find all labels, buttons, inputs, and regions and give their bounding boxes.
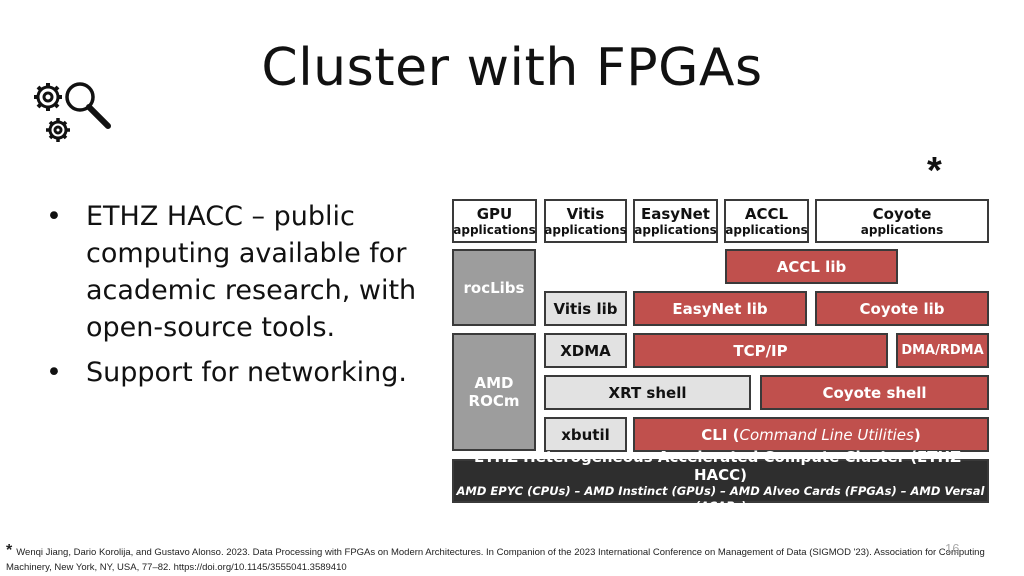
accl-lib-box: ACCL lib: [725, 249, 898, 284]
xrt-shell-box: XRT shell: [544, 375, 751, 410]
box-title: EasyNet: [641, 204, 710, 223]
accl-applications-box: ACCL applications: [724, 199, 809, 243]
roclibs-label: rocLibs: [463, 278, 525, 297]
footnote-text: Wenqi Jiang, Dario Korolija, and Gustavo…: [6, 547, 985, 573]
box-subtitle: applications: [725, 222, 808, 237]
easynet-lib-label: EasyNet lib: [672, 299, 768, 318]
gears-magnifier-icon: [34, 82, 111, 142]
hacc-subtitle: AMD EPYC (CPUs) – AMD Instinct (GPUs) – …: [456, 484, 985, 513]
box-subtitle: applications: [860, 222, 944, 237]
gpu-applications-box: GPU applications: [452, 199, 537, 243]
box-title: ACCL: [744, 204, 789, 223]
easynet-applications-box: EasyNet applications: [633, 199, 718, 243]
amd-rocm-box: AMD ROCm: [452, 333, 536, 451]
footnote: *Wenqi Jiang, Dario Korolija, and Gustav…: [6, 543, 1006, 575]
dma-rdma-label: DMA/RDMA: [901, 343, 984, 358]
bullet-list: ETHZ HACC – public computing available f…: [46, 198, 436, 399]
coyote-shell-box: Coyote shell: [760, 375, 989, 410]
xdma-box: XDMA: [544, 333, 627, 368]
page-title: Cluster with FPGAs: [261, 38, 763, 98]
xrt-shell-label: XRT shell: [608, 383, 687, 402]
amd-rocm-label-1: AMD: [474, 374, 514, 392]
roclibs-box: rocLibs: [452, 249, 536, 326]
vitis-applications-box: Vitis applications: [544, 199, 627, 243]
hacc-title: ETHZ Heterogeneous Accelerated Compute C…: [474, 448, 967, 484]
vitis-lib-box: Vitis lib: [544, 291, 627, 326]
cli-box: CLI (Command Line Utilities): [633, 417, 989, 452]
box-title: Coyote: [872, 204, 932, 223]
vitis-lib-label: Vitis lib: [553, 299, 618, 318]
coyote-lib-label: Coyote lib: [859, 299, 945, 318]
citation-marker: *: [927, 150, 942, 192]
box-subtitle: applications: [634, 222, 717, 237]
coyote-lib-box: Coyote lib: [815, 291, 989, 326]
box-title: Vitis: [566, 204, 605, 223]
xbutil-box: xbutil: [544, 417, 627, 452]
bullet-item: ETHZ HACC – public computing available f…: [46, 198, 436, 346]
box-subtitle: applications: [453, 222, 536, 237]
cli-label-suffix: ): [913, 425, 921, 444]
coyote-applications-box: Coyote applications: [815, 199, 989, 243]
dma-rdma-box: DMA/RDMA: [896, 333, 989, 368]
box-title: GPU: [476, 204, 513, 223]
footnote-marker: *: [6, 542, 13, 559]
box-subtitle: applications: [544, 222, 627, 237]
ethz-hacc-box: ETHZ Heterogeneous Accelerated Compute C…: [452, 448, 989, 513]
easynet-lib-box: EasyNet lib: [633, 291, 807, 326]
tcpip-box: TCP/IP: [633, 333, 888, 368]
tcpip-label: TCP/IP: [733, 341, 788, 360]
accl-lib-label: ACCL lib: [776, 257, 847, 276]
cli-label-italic: Command Line Utilities: [739, 425, 914, 444]
xdma-label: XDMA: [560, 341, 611, 360]
cli-label-prefix: CLI (: [701, 425, 740, 444]
coyote-shell-label: Coyote shell: [822, 383, 927, 402]
amd-rocm-label-2: ROCm: [468, 392, 520, 410]
xbutil-label: xbutil: [561, 425, 610, 444]
page-number: 16: [945, 541, 960, 556]
bullet-item: Support for networking.: [46, 354, 436, 391]
